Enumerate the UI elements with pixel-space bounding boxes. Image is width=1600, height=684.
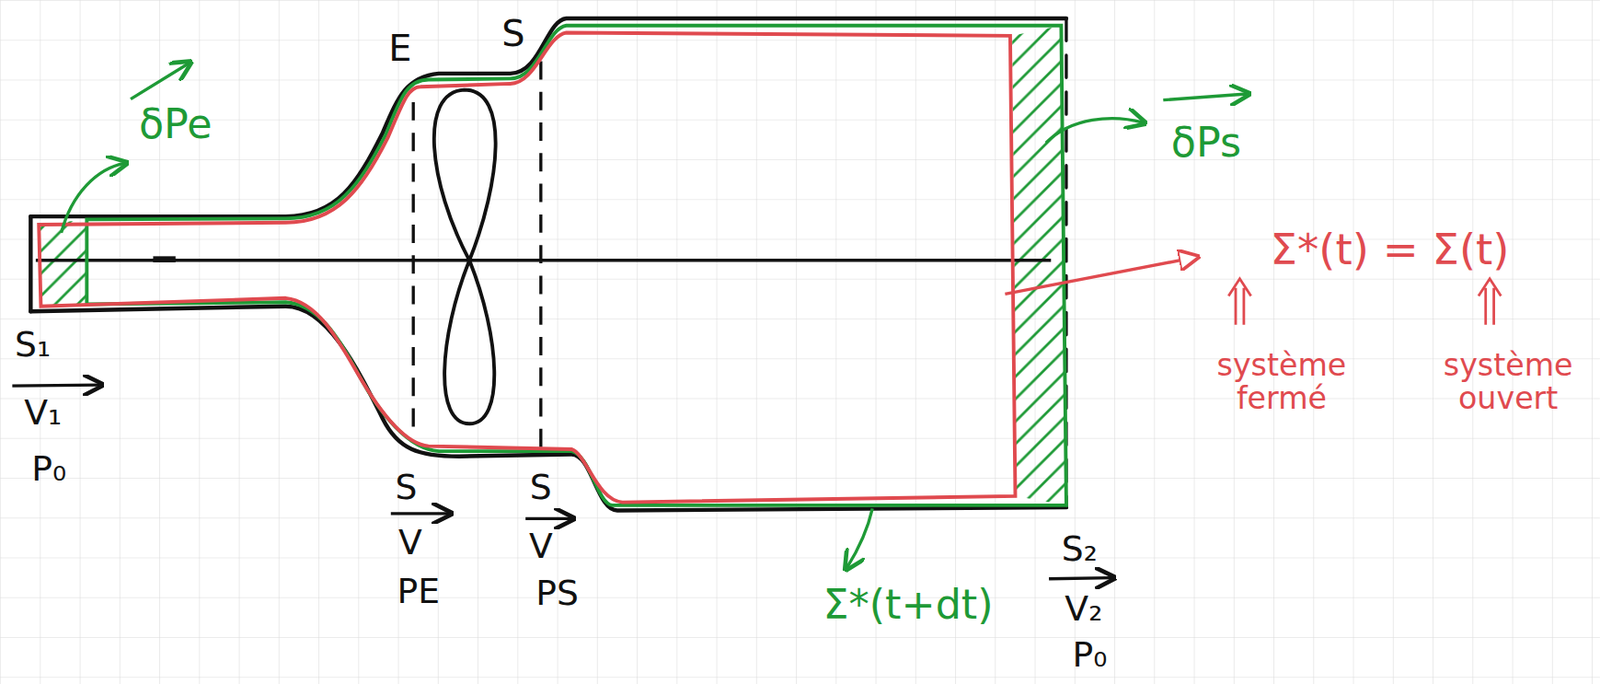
section-area: S bbox=[394, 468, 417, 507]
pressure-label: PS bbox=[535, 575, 579, 613]
section-line bbox=[539, 61, 542, 449]
velocity-label: V₂ bbox=[1064, 589, 1103, 628]
velocity-label: V₁ bbox=[23, 393, 62, 432]
velocity-label: V bbox=[529, 528, 553, 566]
pressure-label: P₀ bbox=[1072, 635, 1108, 674]
section-line bbox=[412, 102, 415, 434]
pressure-label: PE bbox=[396, 573, 440, 611]
system-note: système ouvert bbox=[1434, 348, 1582, 416]
system-contour-t bbox=[38, 32, 1015, 502]
section-area: S₁ bbox=[14, 325, 51, 364]
system-note: système fermé bbox=[1208, 348, 1356, 416]
vector-arrow bbox=[130, 63, 189, 100]
vector-arrow bbox=[11, 384, 1112, 579]
callout-arrow bbox=[1004, 256, 1196, 294]
pressure-label: P₀ bbox=[31, 449, 67, 488]
outlet-hatch bbox=[1012, 25, 1067, 506]
section-name: E bbox=[388, 28, 412, 70]
system-label: Σ*(t+dt) bbox=[823, 581, 994, 627]
system-contour-t-dt bbox=[86, 25, 1067, 506]
section-area: S₂ bbox=[1061, 529, 1098, 568]
axis-line bbox=[35, 258, 1051, 262]
velocity-label: V bbox=[398, 523, 423, 562]
section-name: S bbox=[501, 13, 525, 55]
momentum-label: δPs bbox=[1171, 120, 1242, 166]
vector-arrow bbox=[1162, 93, 1247, 101]
callout-arrow bbox=[61, 162, 126, 232]
callout-arrow bbox=[847, 507, 874, 567]
callout-arrow bbox=[1046, 118, 1143, 144]
fan-propeller bbox=[434, 90, 496, 425]
duct-wall bbox=[30, 18, 1067, 511]
system-equation: Σ*(t) = Σ(t) bbox=[1270, 226, 1510, 274]
equivalence-arrow bbox=[1228, 278, 1501, 325]
axis-mark bbox=[152, 255, 175, 263]
momentum-label: δPe bbox=[138, 102, 213, 148]
section-area: S bbox=[529, 468, 553, 507]
